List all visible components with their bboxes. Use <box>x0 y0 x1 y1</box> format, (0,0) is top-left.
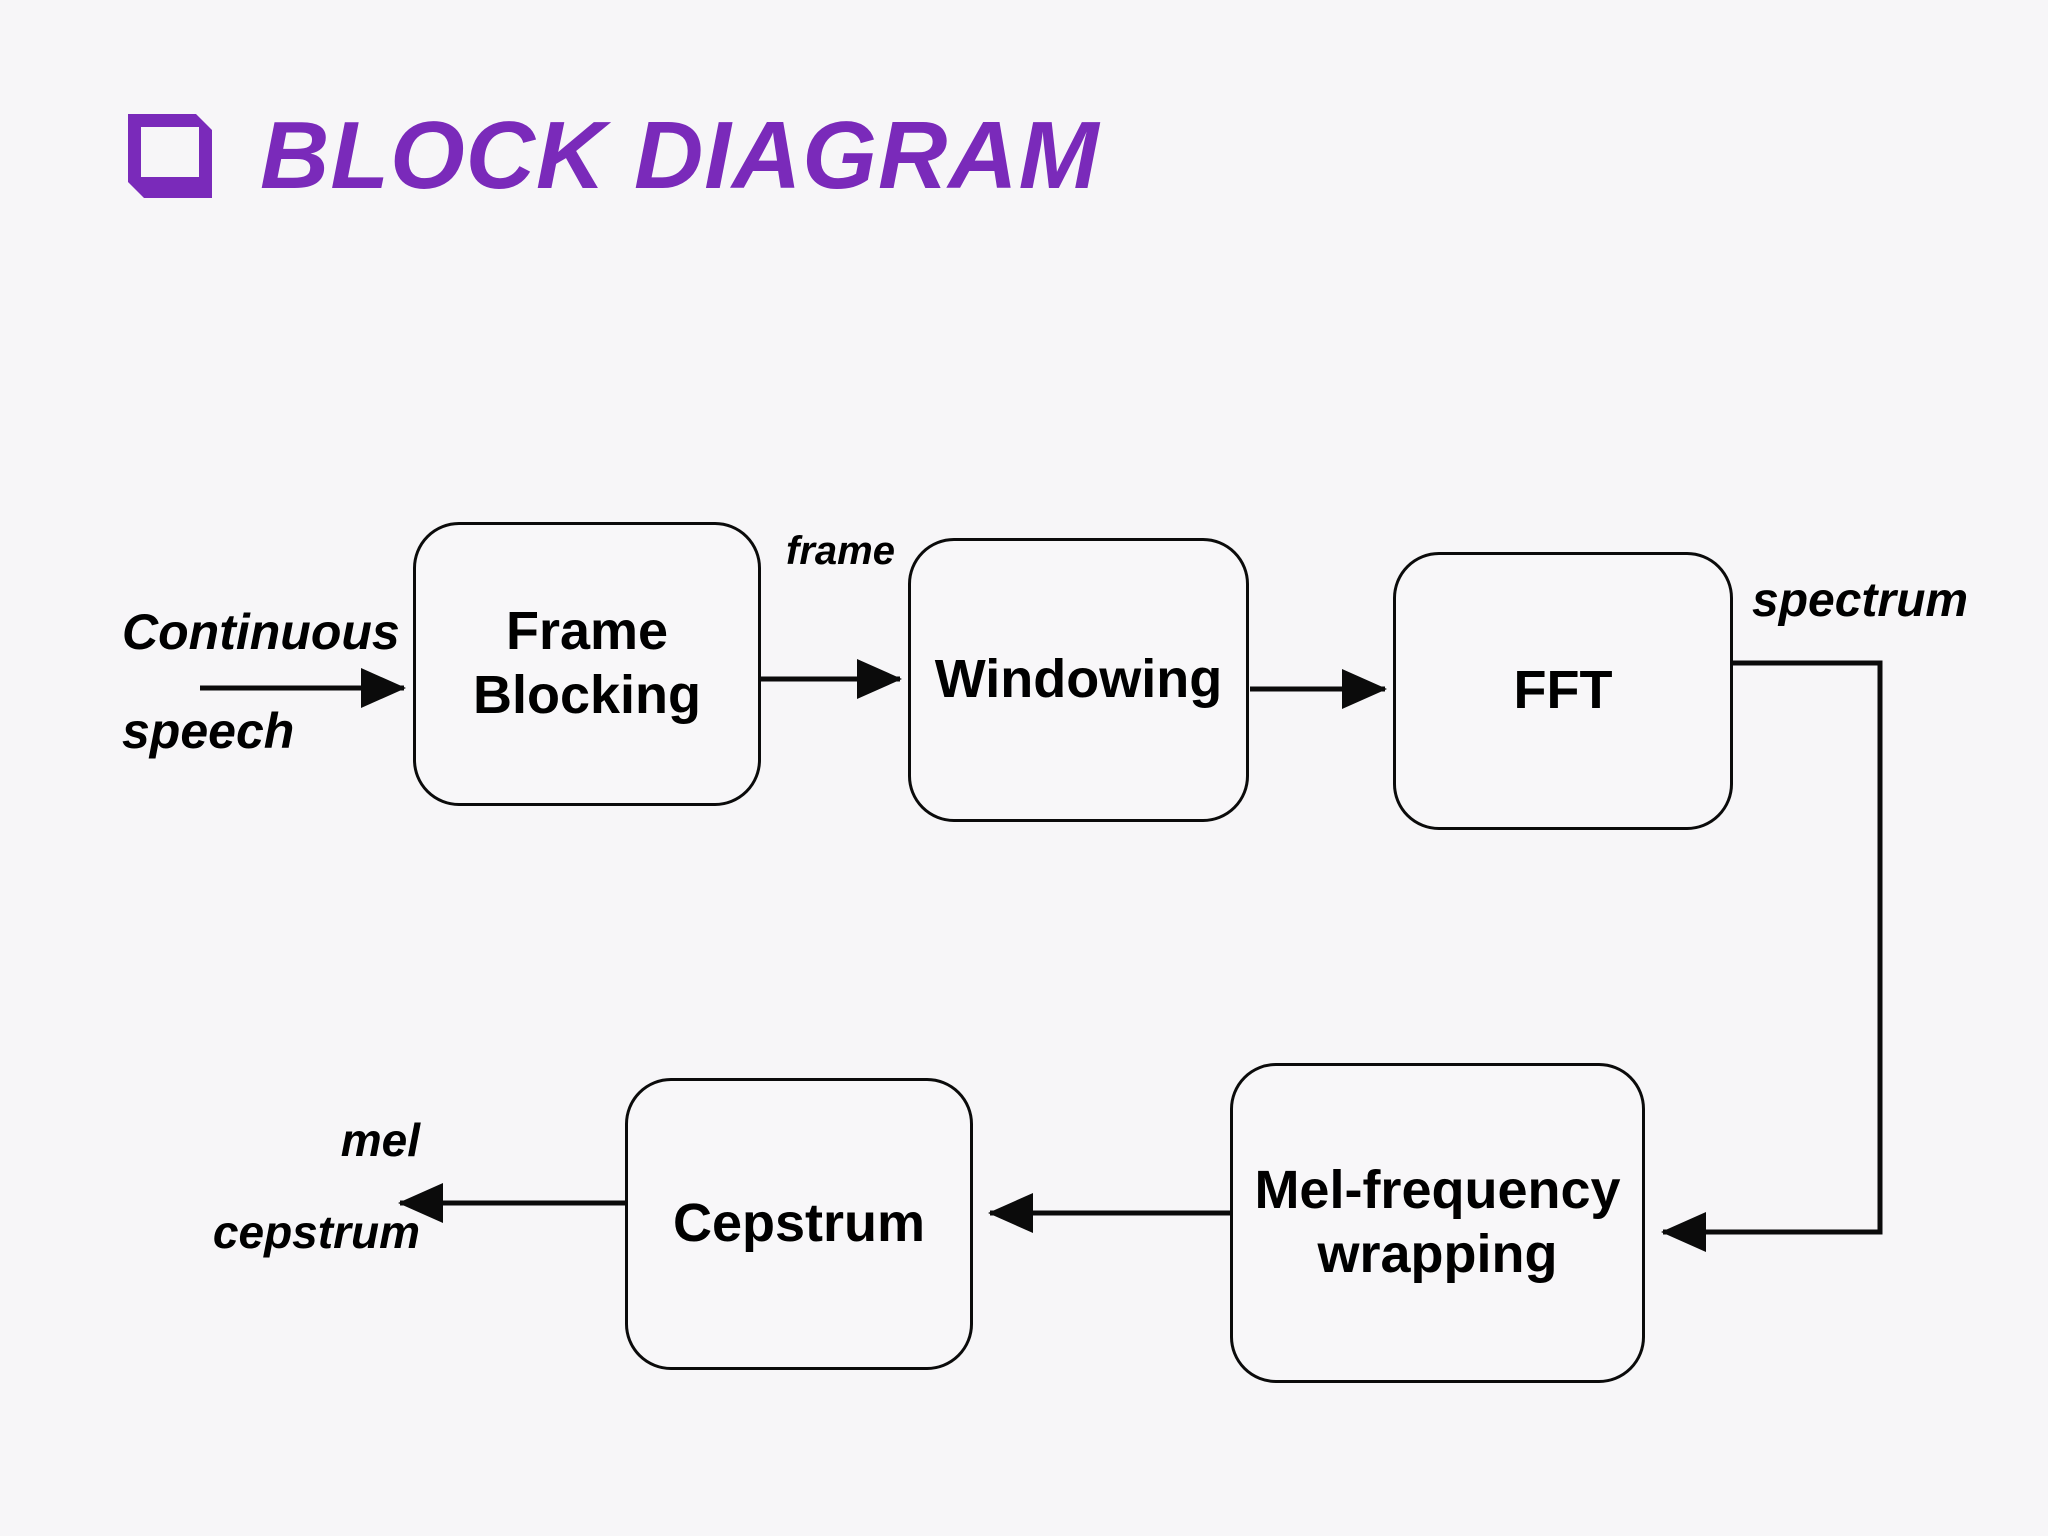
edge-label-frame: frame <box>786 526 895 576</box>
process-box-mel-frequency-wrapping[interactable]: Mel-frequency wrapping <box>1230 1063 1645 1383</box>
slide-title: BLOCK DIAGRAM <box>128 108 1100 204</box>
edge-label-line-2: cepstrum <box>212 1205 420 1258</box>
process-box-label: FFT <box>1513 660 1613 721</box>
edge-label-line-1: frame <box>786 529 895 573</box>
process-box-frame-blocking[interactable]: Frame Blocking <box>413 522 761 806</box>
process-box-label: Cepstrum <box>672 1193 926 1254</box>
edge-label-continuous-speech: Continuous speech <box>122 601 400 762</box>
edge-fft-to-mel-frequency <box>1661 660 1883 1252</box>
process-box-windowing[interactable]: Windowing <box>908 538 1249 822</box>
process-box-label: Frame Blocking <box>472 601 702 725</box>
page-title: BLOCK DIAGRAM <box>260 102 1100 209</box>
edge-label-line-1: spectrum <box>1752 574 1969 627</box>
process-box-cepstrum[interactable]: Cepstrum <box>625 1078 973 1370</box>
edge-label-line-2: speech <box>122 702 295 759</box>
edge-label-mel-cepstrum: mel cepstrum <box>170 1112 420 1261</box>
edge-label-line-1: mel <box>340 1114 420 1166</box>
process-box-fft[interactable]: FFT <box>1393 552 1733 830</box>
square-bullet-icon <box>128 114 212 198</box>
process-box-label: Windowing <box>934 649 1223 710</box>
edge-label-spectrum: spectrum <box>1752 571 1968 631</box>
process-box-label: Mel-frequency wrapping <box>1254 1160 1621 1284</box>
edge-label-line-1: Continuous <box>122 604 400 660</box>
